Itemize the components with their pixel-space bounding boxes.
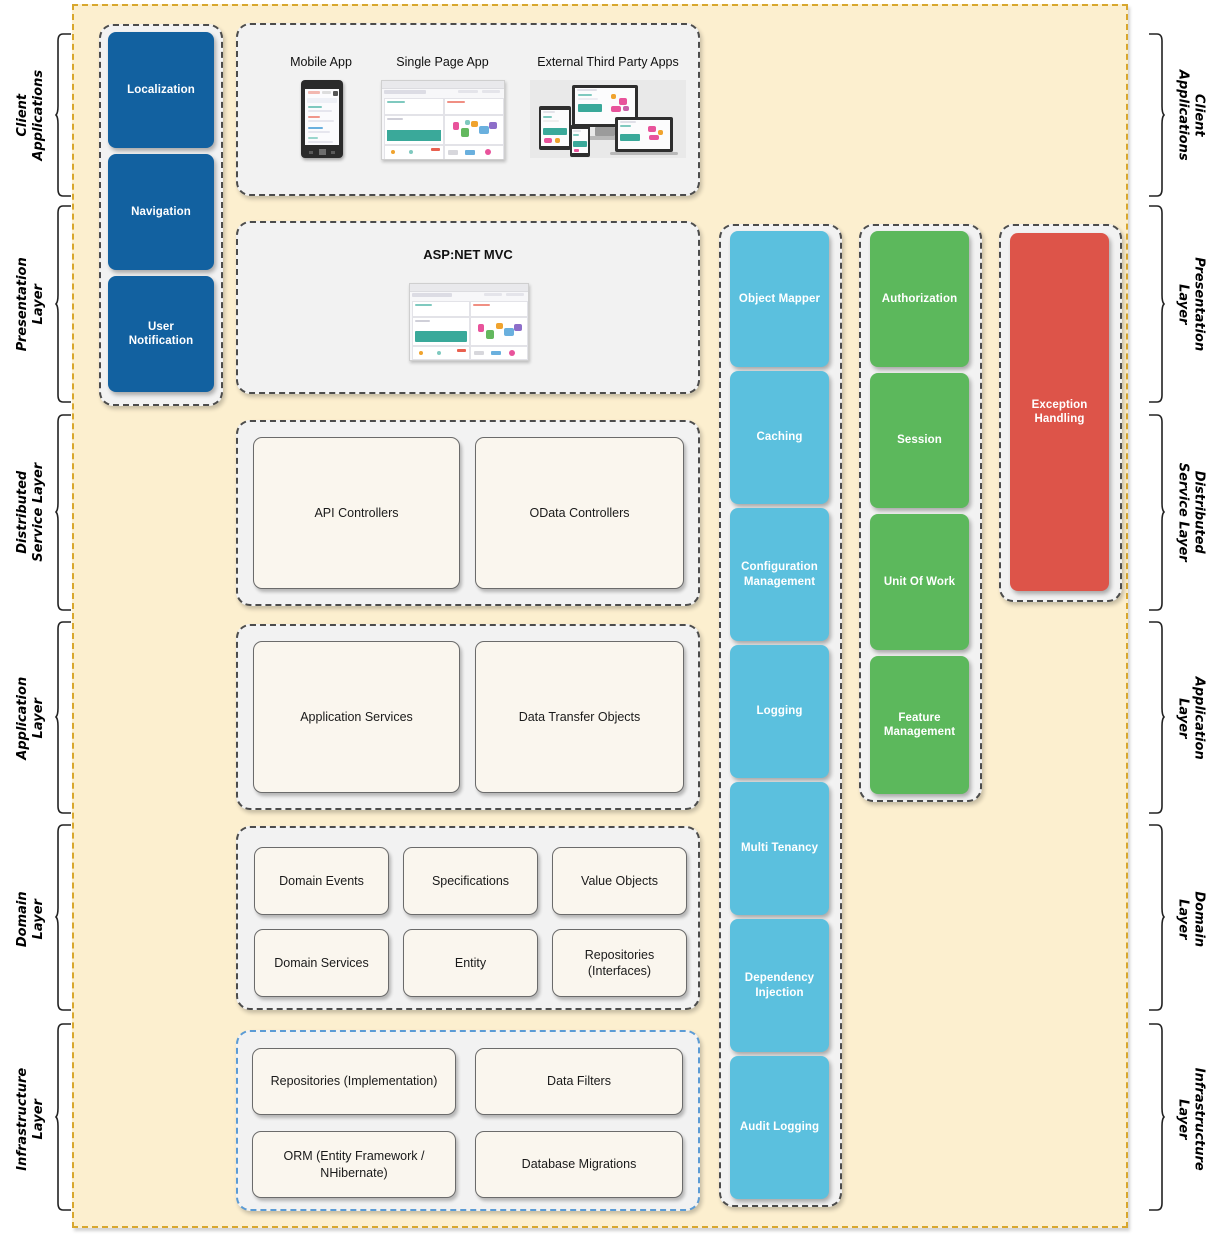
left-label-application-layer: Application Layer [14,676,46,760]
mvc-browser-viewport [410,292,528,360]
right-brace-domain-layer [1147,823,1165,1012]
device-tablet [539,106,571,150]
tile-audit-logging[interactable]: Audit Logging [730,1056,829,1199]
device-desktop-monitor [572,85,638,127]
mvc-browser-dashboard-thumbnail [409,283,529,361]
caption-external-third-party-apps: External Third Party Apps [537,55,679,69]
box-repositories-interfaces[interactable]: Repositories (Interfaces) [552,929,687,997]
right-label-infrastructure-layer: Infrastructure Layer [1175,1067,1207,1171]
box-value-objects[interactable]: Value Objects [552,847,687,915]
box-specifications[interactable]: Specifications [403,847,538,915]
tile-feature-management-label: Feature Management [883,711,956,738]
right-label-distributed-service-layer: Distributed Service Layer [1175,462,1207,562]
left-label-distributed-service-layer: Distributed Service Layer [14,462,46,562]
right-brace-presentation-layer [1147,204,1165,404]
tile-exception-handling-label: Exception Handling [1031,398,1088,425]
right-brace-application-layer [1147,620,1165,815]
caption-mobile-app: Mobile App [290,55,352,69]
monitor-base [584,136,626,140]
left-label-infrastructure-layer: Infrastructure Layer [14,1067,46,1171]
tile-multi-tenancy[interactable]: Multi Tenancy [730,782,829,915]
tile-navigation[interactable]: Navigation [108,154,214,270]
phone-thumbnail [301,80,343,158]
tile-localization[interactable]: Localization [108,32,214,148]
phone-home-button [318,149,326,155]
left-brace-domain-layer [55,823,73,1012]
tile-user-notification-label: User Notification [128,320,194,347]
tile-feature-management[interactable]: Feature Management [870,656,969,794]
box-repositories-interfaces-label: Repositories (Interfaces) [584,947,655,978]
box-repositories-implementation[interactable]: Repositories (Implementation) [252,1048,456,1115]
tile-object-mapper[interactable]: Object Mapper [730,231,829,367]
right-brace-distributed-service-layer [1147,413,1165,612]
phone-screen [305,89,339,145]
multi-device-thumbnail [530,80,686,158]
tile-logging[interactable]: Logging [730,645,829,778]
box-entity[interactable]: Entity [403,929,538,997]
phone-back-dot [309,151,313,154]
right-label-presentation-layer: Presentation Layer [1175,257,1207,352]
left-label-client-applications: Client Applications [14,69,46,161]
right-label-client-applications: Client Applications [1175,69,1207,161]
left-brace-presentation-layer [55,204,73,404]
laptop-base [610,152,678,155]
phone-search-dot [331,151,335,154]
tile-exception-handling[interactable]: Exception Handling [1010,233,1109,591]
box-database-migrations[interactable]: Database Migrations [475,1131,683,1198]
box-domain-services[interactable]: Domain Services [254,929,389,997]
box-odata-controllers[interactable]: OData Controllers [475,437,684,589]
right-label-domain-layer: Domain Layer [1175,891,1207,948]
box-domain-events[interactable]: Domain Events [254,847,389,915]
box-data-transfer-objects[interactable]: Data Transfer Objects [475,641,684,793]
device-phone [570,125,590,157]
tile-configuration-management-label: Configuration Management [741,561,818,588]
tile-session[interactable]: Session [870,373,969,508]
tile-dependency-injection[interactable]: Dependency Injection [730,919,829,1052]
right-label-application-layer: Application Layer [1175,676,1207,760]
left-brace-application-layer [55,620,73,815]
tile-configuration-management[interactable]: Configuration Management [730,508,829,641]
presentation-layer-title: ASP:NET MVC [423,247,513,262]
left-brace-distributed-service-layer [55,413,73,612]
left-label-presentation-layer: Presentation Layer [14,257,46,352]
browser-viewport [382,89,504,159]
tile-user-notification[interactable]: User Notification [108,276,214,392]
tile-dependency-injection-label: Dependency Injection [744,972,815,999]
right-brace-client-applications [1147,32,1165,198]
left-label-domain-layer: Domain Layer [14,891,46,948]
tile-caching[interactable]: Caching [730,371,829,504]
box-orm-label: ORM (Entity Framework / NHibernate) [283,1149,425,1180]
browser-title-bar [382,81,504,89]
monitor-stand [595,127,615,136]
left-brace-client-applications [55,32,73,198]
device-laptop [615,117,673,152]
box-api-controllers[interactable]: API Controllers [253,437,460,589]
left-brace-infrastructure-layer [55,1022,73,1212]
mvc-browser-title-bar [410,284,528,292]
box-application-services[interactable]: Application Services [253,641,460,793]
box-orm[interactable]: ORM (Entity Framework / NHibernate) [252,1131,456,1198]
right-brace-infrastructure-layer [1147,1022,1165,1212]
tile-authorization[interactable]: Authorization [870,231,969,367]
browser-dashboard-thumbnail [381,80,505,160]
caption-single-page-app: Single Page App [396,55,489,69]
box-data-filters[interactable]: Data Filters [475,1048,683,1115]
tile-unit-of-work[interactable]: Unit Of Work [870,514,969,650]
